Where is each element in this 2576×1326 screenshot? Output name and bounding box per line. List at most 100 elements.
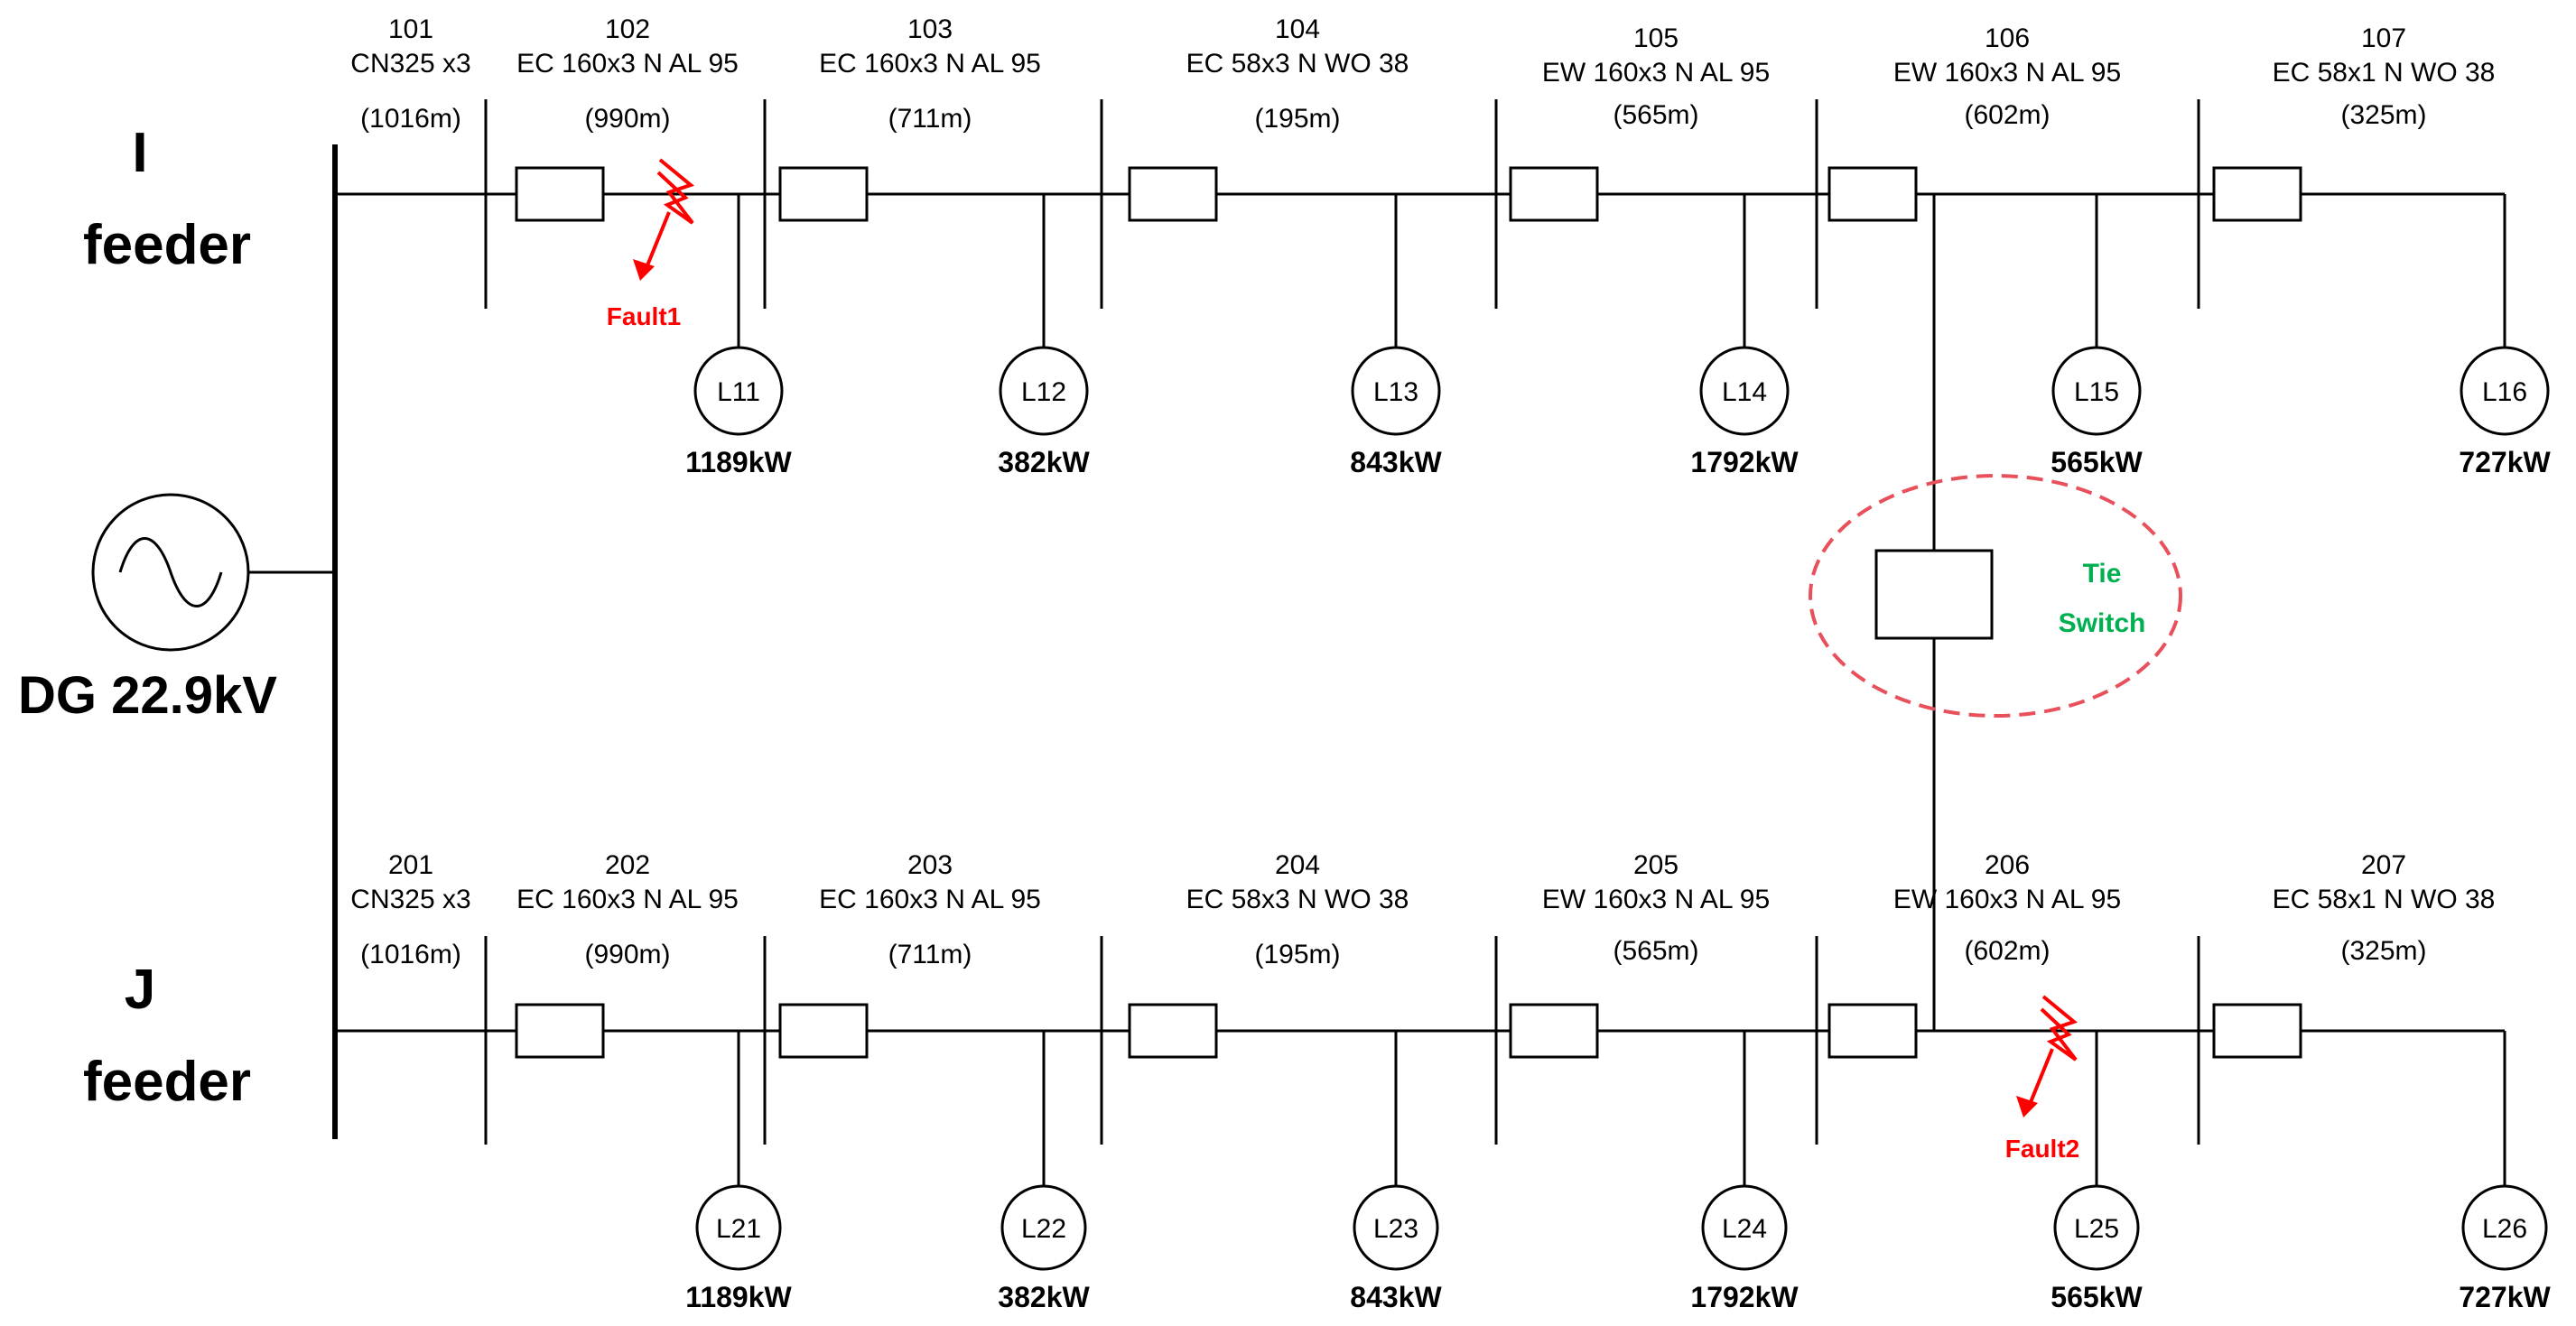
load-power: 1189kW [685, 446, 792, 478]
tie-switch-highlight [1809, 474, 2182, 718]
load-name: L12 [1021, 377, 1066, 407]
sectionalizing-switch [2212, 166, 2302, 222]
feeder-i-label: feeder [83, 214, 251, 276]
load-name: L26 [2482, 1214, 2527, 1244]
fault-arrow-head-icon [2016, 1096, 2038, 1117]
section-id: 107 [2361, 23, 2406, 53]
load-circle [2461, 1184, 2548, 1271]
section-id: 102 [605, 14, 650, 44]
section-cable: EW 160x3 N AL 95 [1893, 885, 2121, 914]
section-id: 202 [605, 850, 650, 880]
load-name: L24 [1722, 1214, 1767, 1244]
fault-arrow-line [2027, 1048, 2054, 1108]
load-circle [2460, 346, 2550, 436]
sectionalizing-switch [1827, 166, 1918, 222]
tie-switch-label-line1: Tie [2083, 559, 2122, 589]
fault-lightning-icon [656, 158, 695, 225]
section-length: (711m) [888, 940, 972, 969]
section-length: (1016m) [360, 940, 461, 969]
load-circle [1701, 1184, 1788, 1271]
tie-switch-box [1874, 549, 1994, 640]
ac-source-icon [118, 537, 223, 607]
load-name: L22 [1021, 1214, 1066, 1244]
sectionalizing-switch [778, 1003, 869, 1059]
sectionalizing-switch [2212, 1003, 2302, 1059]
section-cable: EC 58x1 N WO 38 [2273, 885, 2496, 914]
section-length: (195m) [1254, 104, 1340, 134]
section-cable: CN325 x3 [350, 885, 470, 914]
generator-label: DG 22.9kV [18, 666, 277, 725]
tie-switch-label-line2: Switch [2059, 608, 2146, 638]
section-id: 205 [1633, 850, 1679, 880]
section-length: (565m) [1613, 100, 1698, 130]
section-cable: EC 58x1 N WO 38 [2273, 58, 2496, 88]
section-length: (565m) [1613, 936, 1698, 966]
load-power: 727kW [2459, 446, 2551, 478]
load-power: 843kW [1350, 446, 1442, 478]
sectionalizing-switch [1827, 1003, 1918, 1059]
load-circle [1699, 346, 1790, 436]
load-circle [1000, 1184, 1087, 1271]
section-id: 104 [1275, 14, 1320, 44]
load-power: 843kW [1350, 1281, 1442, 1313]
feeder-i-letter: I [132, 122, 147, 184]
sectionalizing-switch [1128, 166, 1218, 222]
section-length: (195m) [1254, 940, 1340, 969]
load-name: L15 [2074, 377, 2119, 407]
section-cable: EC 160x3 N AL 95 [819, 885, 1041, 914]
section-id: 101 [388, 14, 433, 44]
section-length: (711m) [888, 104, 972, 134]
sectionalizing-switch [778, 166, 869, 222]
load-name: L25 [2074, 1214, 2119, 1244]
section-cable: EW 160x3 N AL 95 [1893, 58, 2121, 88]
section-cable: CN325 x3 [350, 49, 470, 79]
section-id: 204 [1275, 850, 1320, 880]
load-circle [2051, 346, 2142, 436]
section-length: (602m) [1964, 100, 2050, 130]
section-cable: EC 58x3 N WO 38 [1186, 49, 1409, 79]
sectionalizing-switch [1509, 1003, 1599, 1059]
section-id: 206 [1985, 850, 2030, 880]
load-power: 1792kW [1690, 446, 1799, 478]
load-power: 565kW [2051, 446, 2143, 478]
fault-arrow-head-icon [633, 259, 655, 281]
section-id: 203 [907, 850, 953, 880]
fault-label: Fault2 [2005, 1135, 2079, 1163]
section-id: 103 [907, 14, 953, 44]
section-cable: EC 160x3 N AL 95 [819, 49, 1041, 79]
section-cable: EC 160x3 N AL 95 [516, 49, 739, 79]
section-cable: EC 58x3 N WO 38 [1186, 885, 1409, 914]
load-name: L11 [717, 377, 760, 407]
load-power: 382kW [998, 446, 1090, 478]
load-power: 1189kW [685, 1281, 792, 1313]
load-circle [2053, 1184, 2140, 1271]
feeder-j-label: feeder [83, 1051, 251, 1113]
fault-arrow-line [644, 211, 671, 271]
section-id: 105 [1633, 23, 1679, 53]
section-cable: EW 160x3 N AL 95 [1542, 58, 1770, 88]
load-circle [1353, 1184, 1439, 1271]
fault-lightning-icon [2040, 995, 2078, 1062]
section-length: (1016m) [360, 104, 461, 134]
fault-label: Fault1 [607, 302, 681, 330]
section-id: 106 [1985, 23, 2030, 53]
section-id: 207 [2361, 850, 2406, 880]
section-length: (990m) [584, 104, 670, 134]
load-circle [693, 346, 784, 436]
sectionalizing-switch [1128, 1003, 1218, 1059]
section-cable: EW 160x3 N AL 95 [1542, 885, 1770, 914]
sectionalizing-switch [1509, 166, 1599, 222]
load-circle [999, 346, 1089, 436]
load-name: L16 [2482, 377, 2527, 407]
load-power: 382kW [998, 1281, 1090, 1313]
section-length: (990m) [584, 940, 670, 969]
load-name: L14 [1722, 377, 1767, 407]
section-length: (602m) [1964, 936, 2050, 966]
section-id: 201 [388, 850, 433, 880]
section-length: (325m) [2340, 936, 2426, 966]
load-name: L13 [1373, 377, 1418, 407]
load-name: L23 [1373, 1214, 1418, 1244]
sectionalizing-switch [515, 1003, 605, 1059]
load-power: 565kW [2051, 1281, 2143, 1313]
